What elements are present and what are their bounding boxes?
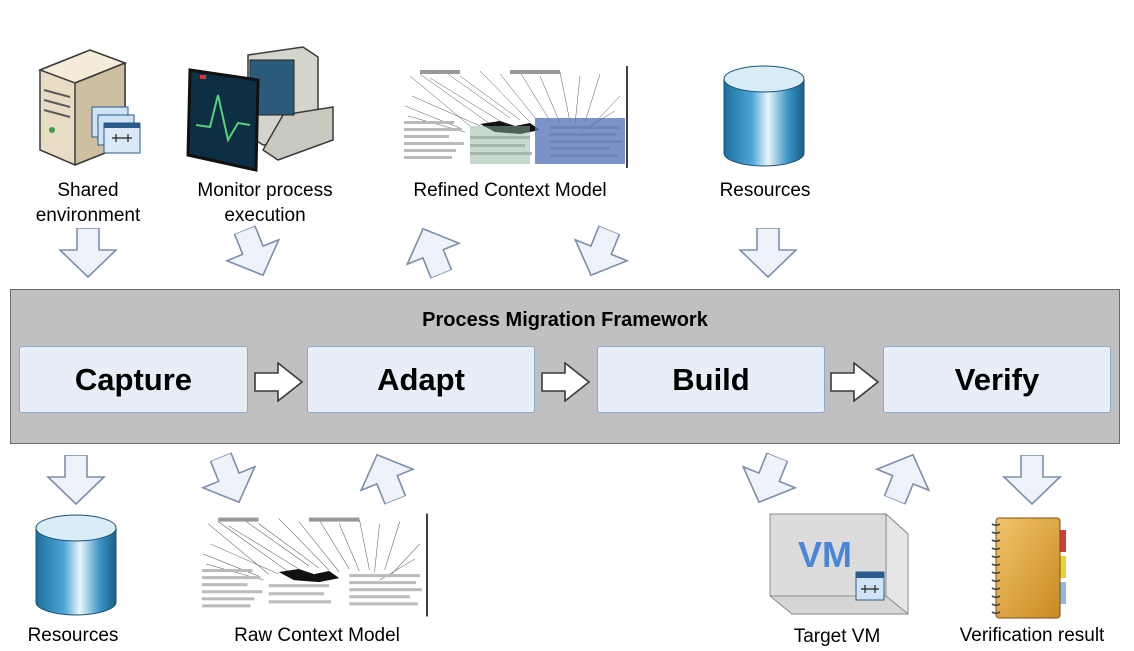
down-arrow-icon bbox=[46, 455, 106, 505]
refined-context-model-label: Refined Context Model bbox=[413, 180, 607, 201]
down-arrow-icon bbox=[1002, 455, 1062, 505]
step-adapt[interactable]: Adapt bbox=[307, 346, 535, 413]
down-arrow-icon bbox=[217, 218, 290, 287]
right-arrow-icon bbox=[254, 362, 304, 402]
database-icon bbox=[34, 514, 118, 618]
down-arrow-icon bbox=[732, 445, 805, 514]
raw-context-model-label: Raw Context Model bbox=[234, 625, 400, 646]
server-icon bbox=[37, 49, 141, 167]
right-arrow-icon bbox=[541, 362, 591, 402]
down-arrow-icon bbox=[58, 228, 118, 278]
notebook-icon bbox=[991, 517, 1066, 619]
target-vm-label: Target VM bbox=[793, 626, 881, 647]
up-arrow-icon bbox=[350, 443, 423, 512]
context-graph-image bbox=[198, 512, 428, 618]
verification-result-label: Verification result bbox=[959, 625, 1105, 646]
vm-box-icon: VM bbox=[768, 512, 910, 616]
resources-top-label: Resources bbox=[719, 180, 811, 201]
resources-bottom-label: Resources bbox=[27, 625, 119, 646]
right-arrow-icon bbox=[830, 362, 880, 402]
monitor-computer-icon bbox=[186, 46, 334, 172]
database-icon bbox=[722, 65, 806, 169]
down-arrow-icon bbox=[193, 445, 266, 514]
step-verify[interactable]: Verify bbox=[883, 346, 1111, 413]
up-arrow-icon bbox=[867, 443, 940, 512]
context-graph-image bbox=[400, 66, 628, 168]
down-arrow-icon bbox=[564, 218, 637, 287]
step-build[interactable]: Build bbox=[597, 346, 825, 413]
up-arrow-icon bbox=[396, 217, 469, 286]
step-capture[interactable]: Capture bbox=[19, 346, 248, 413]
process-migration-framework: Process Migration Framework Capture Adap… bbox=[10, 289, 1120, 444]
framework-title: Process Migration Framework bbox=[422, 309, 708, 331]
vm-logo-text: VM bbox=[798, 534, 852, 575]
down-arrow-icon bbox=[738, 228, 798, 278]
